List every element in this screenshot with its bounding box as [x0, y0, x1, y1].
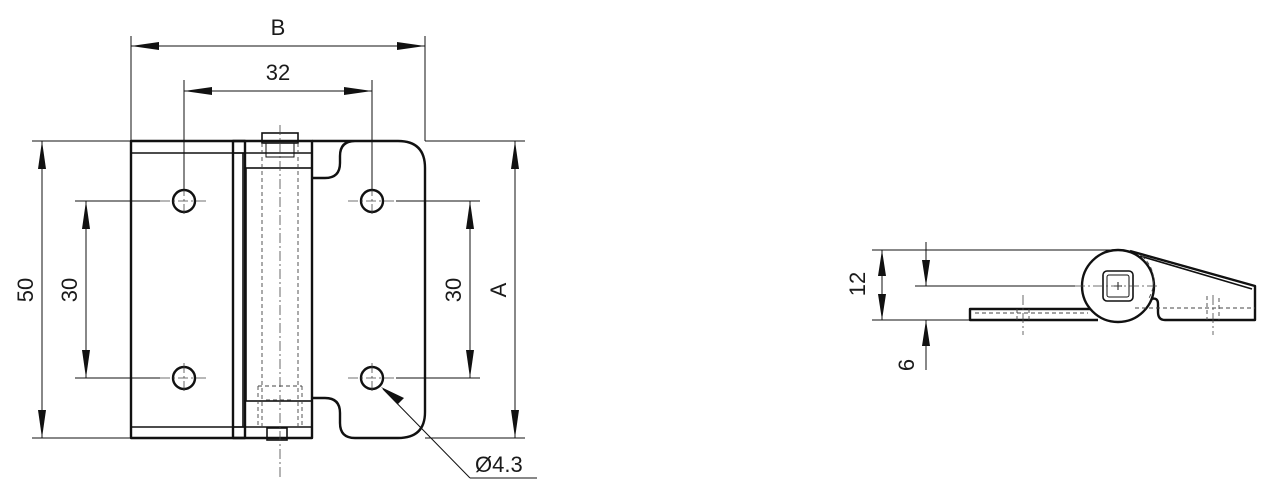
hinge-knuckle [231, 139, 314, 440]
right-leaf [312, 139, 427, 440]
dimension-hole-diameter-label: Ø4.3 [475, 452, 523, 477]
dimension-30-right: 30 [396, 200, 480, 379]
mounting-holes [160, 186, 396, 393]
dimension-a-label: A [486, 282, 511, 297]
dimension-30-left-label: 30 [57, 278, 82, 302]
dimension-6-label: 6 [894, 359, 919, 371]
dimension-6: 6 [894, 242, 1075, 371]
dimension-30-right-label: 30 [441, 278, 466, 302]
dimension-hole-diameter: Ø4.3 [381, 387, 537, 479]
dimension-b-label: B [271, 15, 286, 40]
dimension-32-label: 32 [266, 60, 290, 85]
dimension-12-label: 12 [845, 272, 870, 296]
side-left-plate [968, 307, 1098, 322]
dimension-50: 50 [13, 140, 131, 439]
dimension-b: B [130, 15, 426, 141]
pin-bottom [266, 427, 288, 441]
dimension-12: 12 [845, 249, 1118, 321]
left-leaf [129, 139, 247, 440]
dimension-a: A [425, 140, 525, 439]
side-right-leaf [1129, 249, 1257, 322]
dimension-32: 32 [183, 60, 373, 190]
dimension-50-label: 50 [13, 278, 38, 302]
hinge-front-view [129, 125, 427, 478]
dimension-30-left: 30 [57, 200, 160, 379]
hinge-side-view [968, 248, 1257, 335]
